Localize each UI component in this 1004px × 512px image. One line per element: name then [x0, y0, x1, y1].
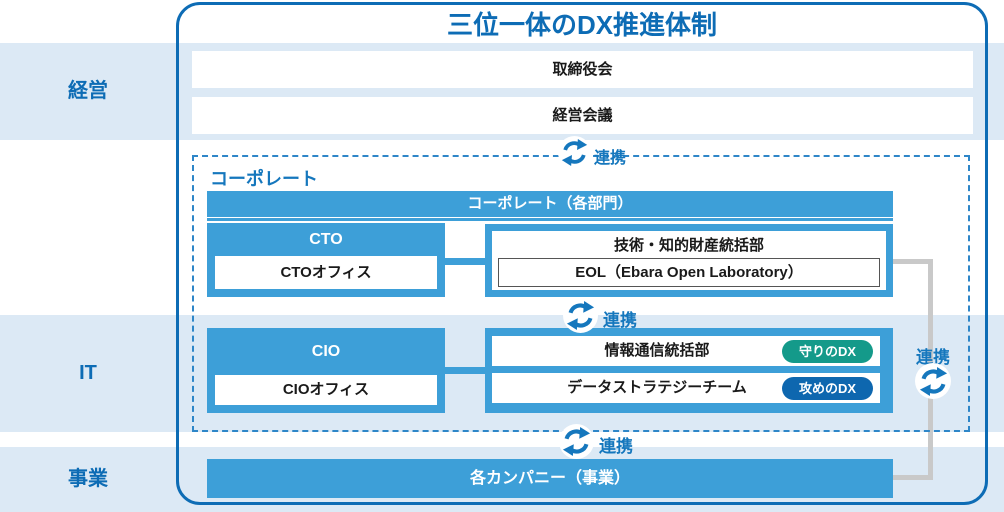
corporate-departments-underline [207, 218, 893, 221]
it-org-box: 情報通信統括部 守りのDX データストラテジーチーム 攻めのDX [485, 328, 893, 413]
sync-arrows-icon [559, 424, 594, 459]
defensive-dx-badge: 守りのDX [782, 339, 873, 363]
sync-arrows-icon [563, 298, 598, 333]
link-label-middle: 連携 [603, 311, 637, 330]
tech-division-box: 技術・知的財産統括部 EOL（Ebara Open Laboratory） [485, 224, 893, 297]
connector-gray-bottom [893, 475, 933, 480]
cto-office-box: CTOオフィス [215, 256, 437, 289]
eol-box: EOL（Ebara Open Laboratory） [498, 258, 880, 287]
diagram-frame [176, 2, 988, 505]
info-division-label: 情報通信統括部 [604, 342, 710, 359]
link-label-top: 連携 [594, 150, 627, 167]
link-label-right: 連携 [916, 348, 950, 367]
data-strategy-row: データストラテジーチーム 攻めのDX [492, 373, 880, 403]
offensive-dx-badge: 攻めのDX [782, 376, 873, 400]
lane-label-it: IT [79, 362, 97, 384]
page-title: 三位一体のDX推進体制 [446, 10, 718, 40]
corporate-departments-bar: コーポレート（各部門） [207, 191, 893, 217]
link-label-bottom: 連携 [599, 437, 633, 456]
sync-arrows-icon [915, 363, 951, 399]
lane-label-business: 事業 [68, 468, 108, 490]
corporate-group-label: コーポレート [210, 169, 318, 189]
connector-cio-it [445, 367, 485, 374]
cio-box: CIO CIOオフィス [207, 328, 445, 413]
connector-cto-tech [445, 258, 485, 265]
data-strategy-label: データストラテジーチーム [567, 379, 747, 396]
cio-office-box: CIOオフィス [215, 375, 437, 405]
cto-box: CTO CTOオフィス [207, 223, 445, 297]
board-of-directors-box: 取締役会 [192, 51, 973, 88]
info-division-row: 情報通信統括部 守りのDX [492, 336, 880, 366]
cio-title: CIO [311, 343, 341, 360]
tech-division-title: 技術・知的財産統括部 [613, 237, 764, 254]
cto-title: CTO [309, 231, 343, 248]
management-meeting-box: 経営会議 [192, 97, 973, 134]
lane-label-management: 経営 [68, 80, 108, 102]
sync-arrows-icon [558, 136, 591, 169]
companies-bar: 各カンパニー（事業） [207, 459, 893, 498]
connector-gray-top [888, 259, 933, 264]
